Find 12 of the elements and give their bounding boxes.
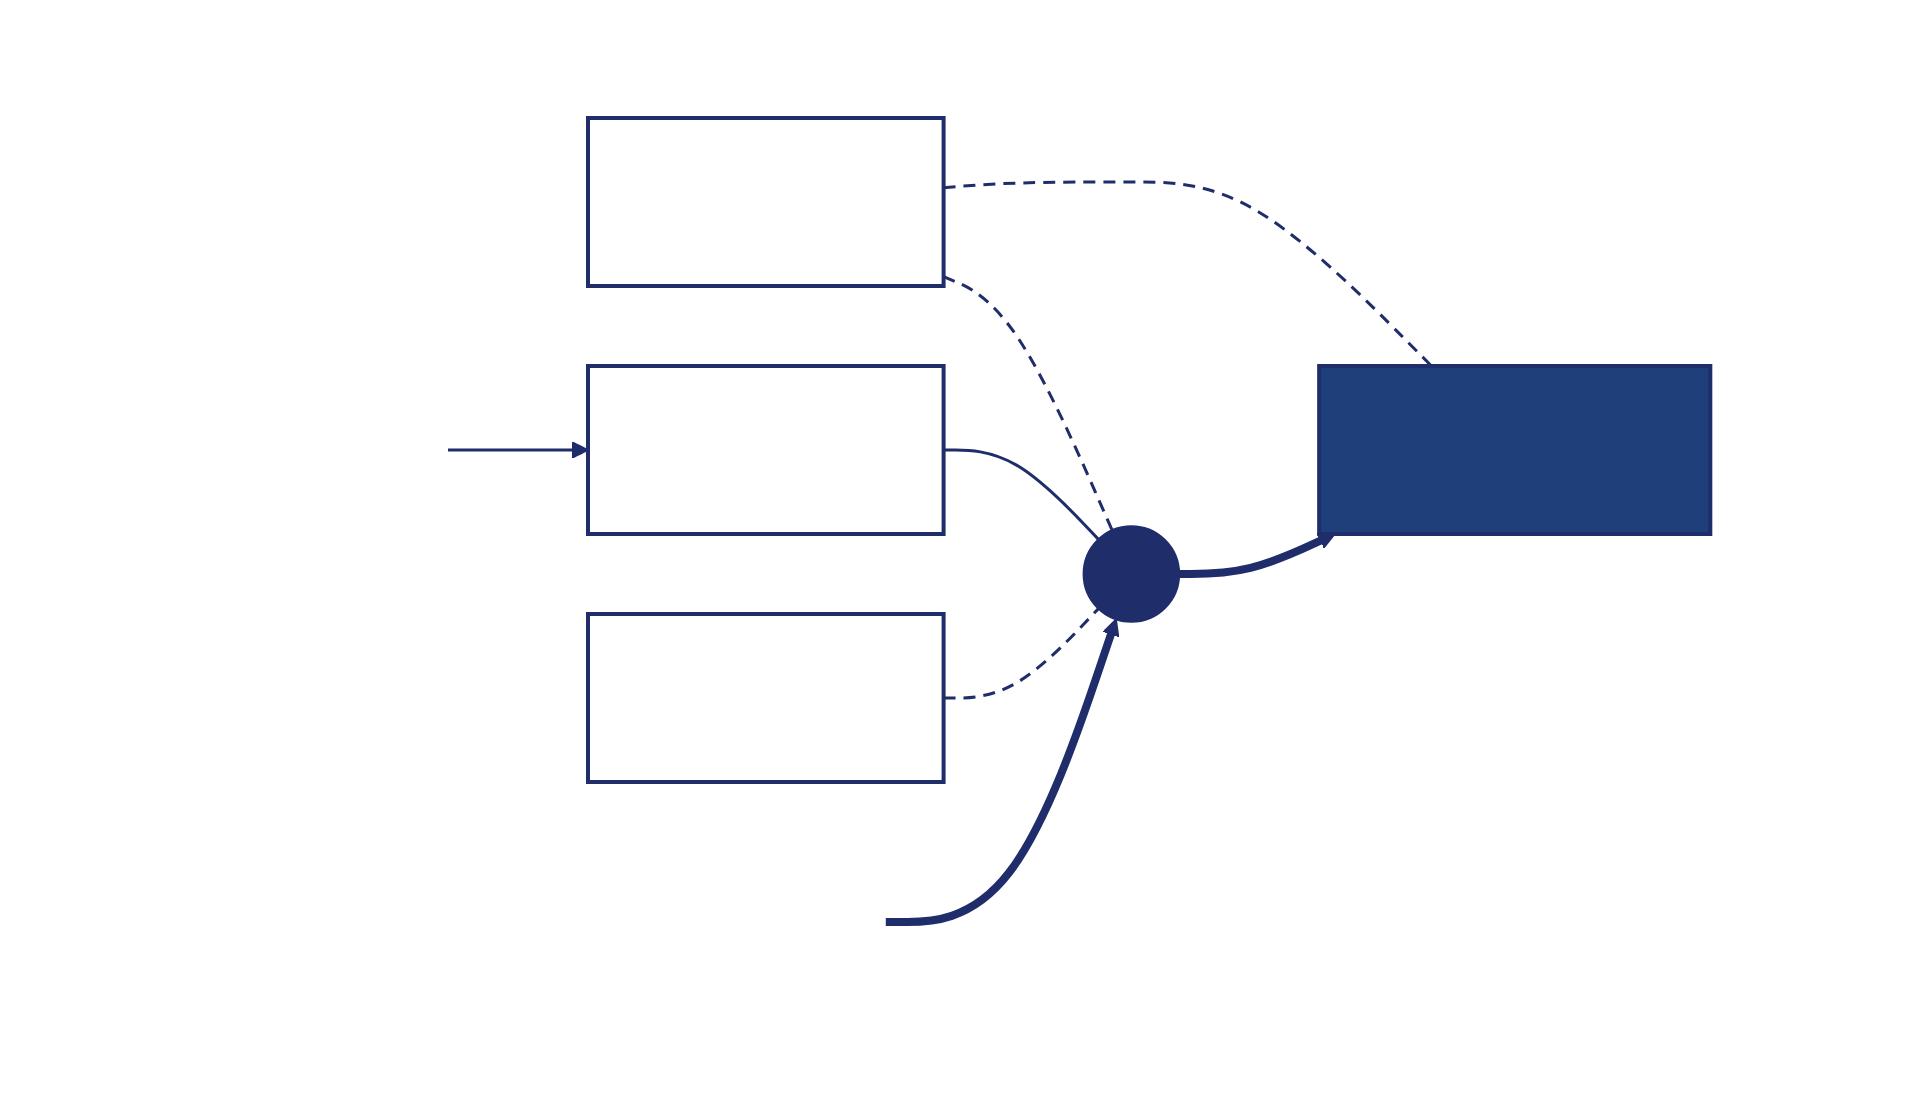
node-box <box>586 363 947 535</box>
node-box <box>586 611 947 783</box>
connector <box>944 447 1101 540</box>
arrow <box>448 440 590 458</box>
arrow <box>886 617 1121 925</box>
connector <box>944 179 1434 367</box>
node-box <box>586 115 947 287</box>
node-circle <box>1083 524 1181 622</box>
connector <box>944 606 1101 699</box>
connector <box>943 274 1115 530</box>
node-box <box>1318 363 1714 535</box>
arrow <box>1180 531 1337 577</box>
